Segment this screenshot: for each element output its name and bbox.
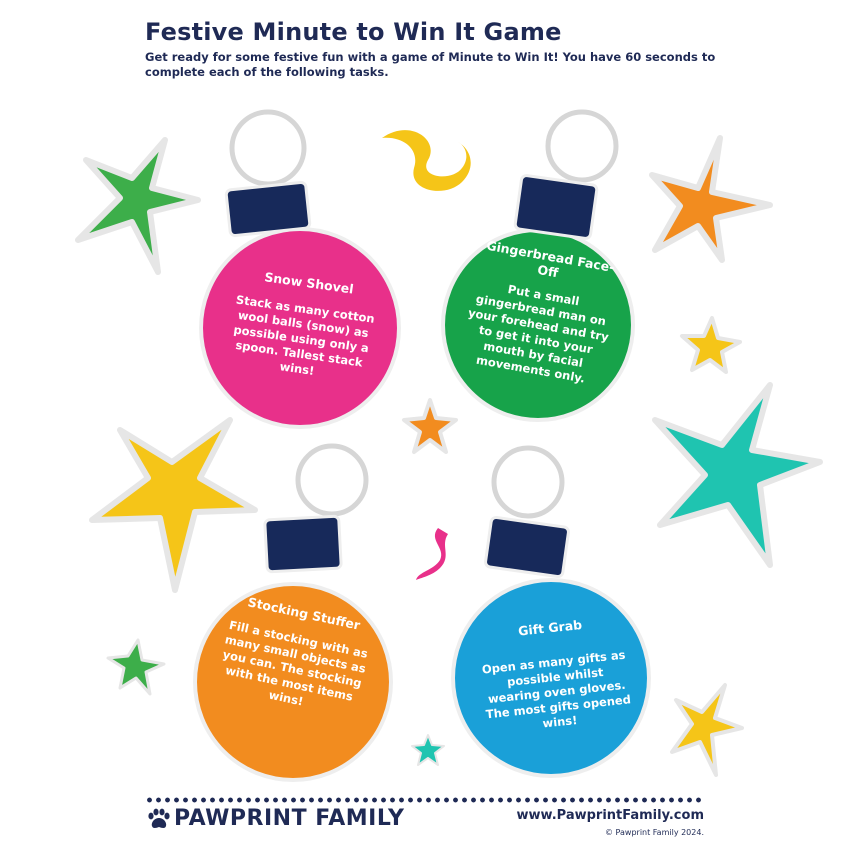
copyright-text: © Pawprint Family 2024. [605, 828, 704, 837]
website-link[interactable]: www.PawprintFamily.com [516, 808, 705, 823]
ornament-gift-grab [451, 445, 651, 778]
yellow-ribbon-icon [382, 130, 471, 191]
card-snow-shovel: Snow Shovel Stack as many cotton wool ba… [222, 265, 385, 387]
green-star-icon [75, 137, 201, 275]
green-star-small-icon [106, 638, 166, 696]
footer-dotted-divider [145, 797, 705, 803]
brand-logo: PAWPRINT FAMILY [146, 806, 404, 831]
yellow-star-corner-icon [670, 683, 744, 777]
paw-icon [148, 808, 170, 828]
orange-star-icon [649, 135, 773, 263]
yellow-star-small-icon [680, 316, 742, 374]
yellow-star-large-icon [89, 417, 258, 593]
orange-star-small-icon [402, 398, 458, 454]
brand-name: PAWPRINT FAMILY [174, 806, 405, 831]
ornament-snow-shovel [199, 109, 401, 429]
page-title: Festive Minute to Win It Game [145, 18, 562, 46]
card-gingerbread: Gingerbread Face-Off Put a small gingerb… [458, 236, 623, 389]
card-gift-grab: Gift Grab Open as many gifts as possible… [475, 612, 636, 737]
pink-ribbon-icon [416, 528, 448, 580]
intro-text: Get ready for some festive fun with a ga… [145, 50, 716, 79]
card-description: Open as many gifts as possible whilst we… [481, 647, 632, 731]
ornament-gingerbread [441, 109, 635, 422]
teal-star-small-icon [411, 734, 445, 766]
teal-star-icon [652, 382, 823, 568]
ornament-stocking-stuffer [193, 443, 393, 782]
